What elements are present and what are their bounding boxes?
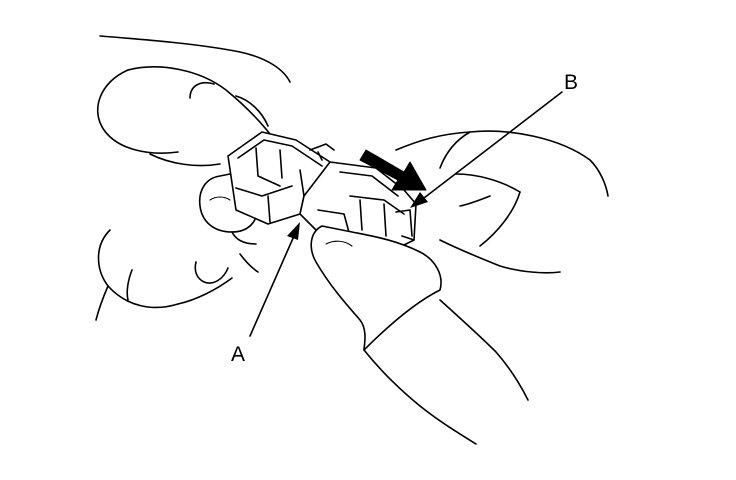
callout-label-a: A [231, 343, 246, 366]
right-thumb [310, 225, 442, 351]
leader-line-b [410, 91, 563, 208]
callout-label-b: B [564, 71, 579, 94]
leader-line-a [249, 222, 300, 337]
left-hand [95, 35, 291, 321]
pull-direction-arrow [359, 149, 427, 191]
